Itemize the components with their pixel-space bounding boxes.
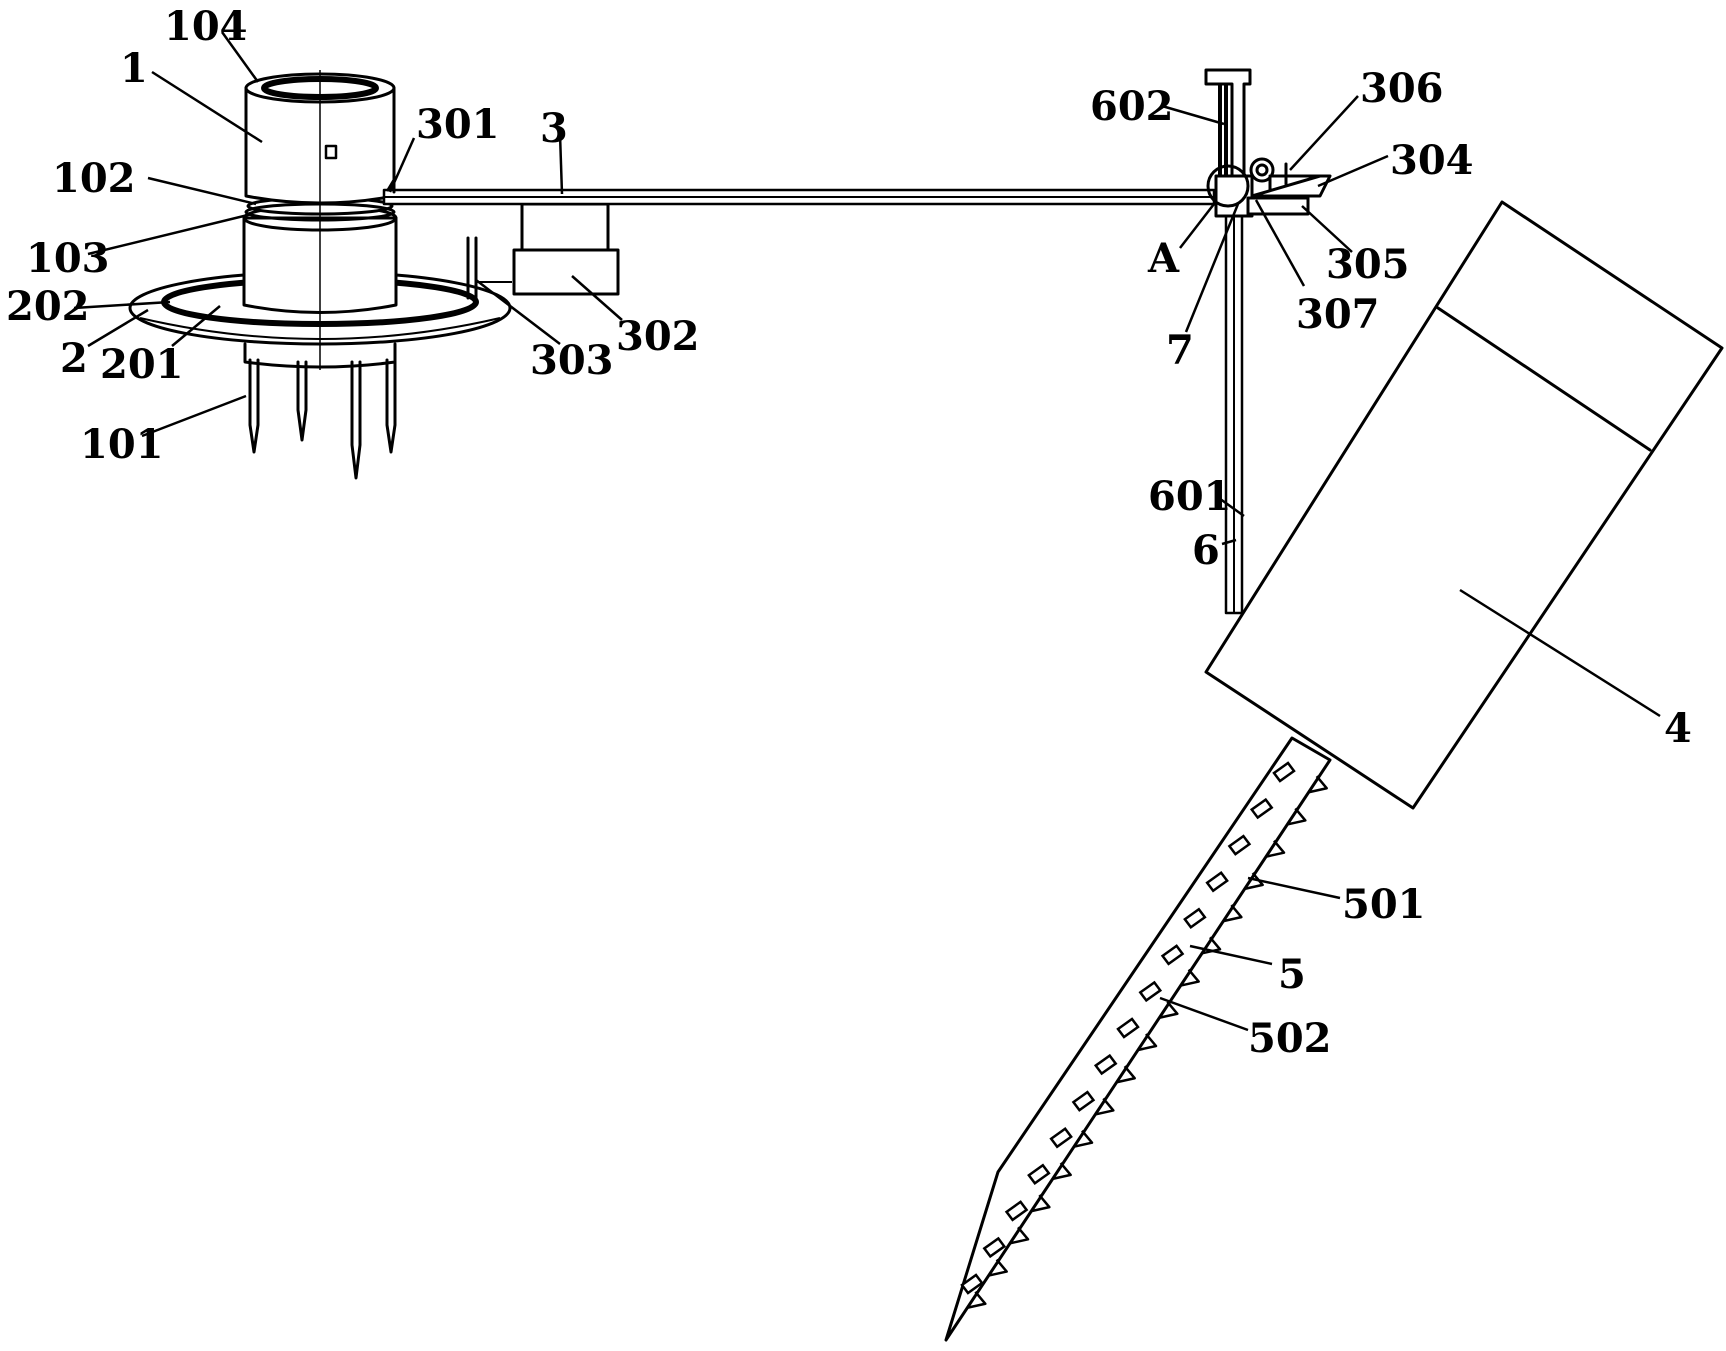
blade-tooth (1009, 1226, 1030, 1245)
blade-tooth (1137, 1033, 1158, 1052)
blade-hole (1205, 870, 1229, 893)
horizontal-arm-3 (382, 178, 1216, 206)
rod-303 (466, 236, 512, 300)
label-602: 602 (1090, 83, 1174, 130)
label-6: 6 (1192, 527, 1220, 574)
blade-hole (1272, 761, 1296, 783)
blade-tooth (1201, 936, 1222, 955)
blade-tooth (1159, 1000, 1179, 1020)
blade-tooth (1052, 1162, 1072, 1181)
box-4 (1204, 200, 1724, 810)
blade-hole (1027, 1163, 1051, 1186)
blade-tooth (1265, 839, 1286, 858)
blade-tooth (1244, 872, 1264, 891)
blade-tooth (988, 1258, 1008, 1277)
label-5: 5 (1278, 951, 1306, 998)
ground-spikes-101 (248, 358, 397, 480)
joint-assembly-A (1206, 157, 1332, 218)
label-4: 4 (1664, 705, 1692, 752)
label-103: 103 (26, 235, 110, 282)
label-102: 102 (52, 155, 136, 202)
label-502: 502 (1248, 1015, 1332, 1062)
blade-5 (944, 736, 1332, 1342)
blade-hole (1093, 1053, 1118, 1076)
blade-hole (1049, 1126, 1073, 1149)
blade-tooth (1095, 1097, 1115, 1116)
blade-hole (1183, 907, 1207, 930)
label-2: 2 (60, 335, 88, 382)
blade-hole (960, 1273, 984, 1295)
label-202: 202 (6, 283, 90, 330)
blade-tooth (967, 1290, 987, 1310)
motor-302 (512, 202, 620, 296)
label-305: 305 (1326, 241, 1410, 288)
blade-hole (1004, 1200, 1029, 1222)
blade-hole (1160, 944, 1185, 966)
blade-tooth (1116, 1065, 1136, 1084)
blade-tooth (1031, 1194, 1051, 1213)
blade-teeth-502 (967, 775, 1328, 1310)
vertical-post-6 (1224, 213, 1244, 615)
blade-hole (982, 1236, 1007, 1259)
label-601: 601 (1148, 473, 1232, 520)
label-501: 501 (1342, 881, 1426, 928)
callout-labels: 104 1 301 3 102 103 202 2 201 303 302 10… (6, 3, 1692, 1062)
blade-tooth (1308, 775, 1328, 794)
label-306: 306 (1360, 65, 1444, 112)
label-303: 303 (530, 337, 614, 384)
blade-hole (1071, 1090, 1096, 1112)
label-201: 201 (100, 341, 184, 388)
leader-lines (73, 31, 1661, 1032)
blade-tooth (1180, 968, 1200, 987)
label-304: 304 (1390, 137, 1474, 184)
label-7: 7 (1166, 327, 1194, 374)
blade-hole (1227, 834, 1252, 856)
label-A: A (1147, 235, 1180, 282)
blade-hole (1116, 1017, 1140, 1039)
blade-hole (1138, 980, 1163, 1003)
blade-holes (960, 761, 1296, 1295)
label-307: 307 (1296, 291, 1380, 338)
blade-hole (1249, 797, 1274, 820)
label-3: 3 (540, 105, 568, 152)
label-302: 302 (616, 313, 700, 360)
blade-tooth (1287, 807, 1307, 826)
blade-tooth (1223, 904, 1243, 923)
label-101: 101 (80, 421, 164, 468)
blade-tooth (1073, 1129, 1094, 1148)
label-104: 104 (164, 3, 248, 50)
label-301: 301 (416, 101, 500, 148)
label-1: 1 (120, 45, 148, 92)
